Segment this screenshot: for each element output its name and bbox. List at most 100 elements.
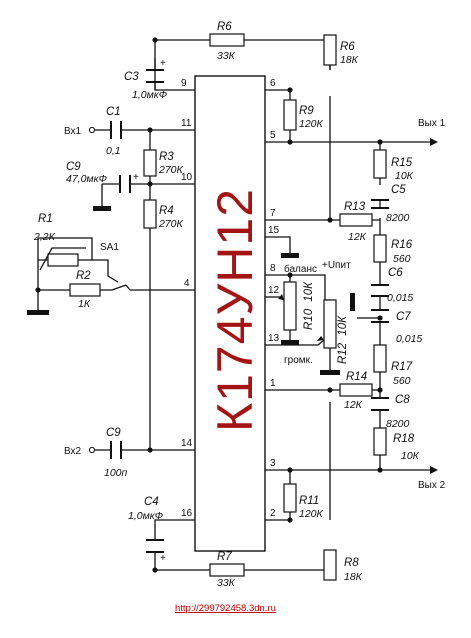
pin-number: 6 [270, 78, 276, 89]
label-input-1: Вх1 [64, 126, 82, 137]
resistor-r17 [373, 344, 387, 373]
r10-wiper-head [278, 294, 284, 300]
output-2-arrow [430, 466, 438, 474]
label-r18-ref: R18 [393, 433, 415, 445]
junction [287, 517, 293, 523]
resistor-r13 [339, 213, 373, 227]
label-r4-value: 270К [158, 218, 184, 230]
resistor-r18 [373, 427, 387, 456]
label-r18-value: 10К [401, 450, 420, 462]
pin-number: 2 [270, 508, 276, 519]
ground-symbol [350, 293, 355, 311]
label-r10: R10 10К [303, 281, 315, 330]
label-r10-value: 10К [303, 281, 315, 302]
junction [377, 387, 383, 393]
ground-symbol [27, 310, 49, 315]
label-c4-value: 1,0мкФ [128, 510, 163, 522]
label-c8-ref: C8 [395, 394, 410, 406]
junction [287, 272, 293, 278]
label-output-2: Вых 2 [418, 480, 446, 491]
label-c1-value: 0,1 [106, 145, 121, 157]
ground-symbol [281, 340, 299, 345]
label-c9-100p-ref: C9 [106, 427, 121, 439]
label-r11-value: 120К [299, 508, 324, 520]
r12-wiper-arrow [317, 339, 325, 346]
resistor-r11 [283, 483, 297, 513]
pin-number: 15 [268, 225, 280, 236]
label-c4-plus: + [160, 553, 166, 564]
label-r2-value: 1К [78, 298, 91, 310]
label-r9-value: 120К [299, 118, 324, 130]
resistor-r2 [69, 283, 101, 297]
junction [377, 315, 383, 321]
junction [327, 217, 333, 223]
pin-number: 10 [181, 172, 193, 183]
pin-number: 5 [270, 130, 276, 141]
resistor-r8 [323, 549, 337, 581]
label-c9-100p-value: 100п [104, 467, 128, 479]
label-c8-value: 8200 [386, 418, 410, 430]
pin-number: 14 [181, 438, 193, 449]
label-r15-value: 10К [395, 170, 414, 182]
label-r6-18k-ref: R6 [340, 41, 355, 53]
label-r12: R12 10К [337, 315, 349, 364]
r12-wiper-head [317, 336, 324, 341]
resistor-r3 [143, 149, 157, 177]
pin-number: 8 [270, 263, 276, 274]
label-r7-ref: R7 [217, 551, 232, 563]
junction [147, 447, 153, 453]
label-c9-plus: + [133, 172, 139, 183]
label-c6-value: 0,015 [387, 292, 413, 304]
label-c5-value: 8200 [386, 212, 410, 224]
label-r12-ref: R12 [337, 342, 349, 364]
resistor-r14 [339, 383, 373, 397]
resistor-r4 [143, 199, 157, 229]
label-c7-value: 0,015 [396, 333, 422, 345]
junction [327, 387, 333, 393]
label-volume: громк. [284, 355, 313, 366]
label-r3-ref: R3 [159, 151, 174, 163]
label-r3-value: 270К [158, 164, 184, 176]
resistor-r9 [283, 99, 297, 131]
pin-number: 12 [268, 285, 280, 296]
label-sa1: SA1 [100, 242, 119, 253]
label-r11-ref: R11 [299, 495, 319, 507]
label-c3-plus: + [160, 58, 166, 69]
resistor-r15 [373, 149, 387, 179]
label-r7-value: 33К [217, 577, 236, 589]
label-r14-value: 12К [344, 399, 363, 411]
label-r8-ref: R8 [344, 557, 359, 569]
resistor-r6-33k [209, 33, 245, 47]
label-c3-value: 1,0мкФ [132, 89, 167, 101]
junction [152, 567, 158, 573]
pin-number: 4 [184, 278, 190, 289]
junction [287, 87, 293, 93]
label-c4-ref: C4 [144, 496, 159, 508]
label-r17-ref: R17 [391, 361, 413, 373]
junction [287, 467, 293, 473]
label-r6-33k-ref: R6 [217, 21, 232, 33]
pin-number: 1 [270, 378, 276, 389]
label-c3-ref: C3 [124, 71, 139, 83]
junction [147, 127, 153, 133]
input-1-terminal [88, 126, 96, 134]
label-c9-47u-value: 47,0мкФ [66, 173, 107, 185]
label-r9-ref: R9 [299, 105, 314, 117]
label-r4-ref: R4 [159, 205, 174, 217]
label-r2-ref: R2 [76, 270, 91, 282]
junction [287, 139, 293, 145]
label-r13-ref: R13 [344, 201, 366, 213]
output-1-arrow [430, 138, 438, 146]
resistor-r6-18k [323, 34, 337, 66]
ground-symbol [320, 370, 340, 375]
label-r14-ref: R14 [346, 371, 367, 383]
junction [35, 287, 41, 293]
resistor-r1 [47, 253, 79, 267]
footer-link[interactable]: http://299792458.3dn.ru [175, 603, 276, 614]
label-r6-18k-value: 18К [340, 54, 359, 66]
junction [377, 139, 383, 145]
label-r6-33k-value: 33К [217, 50, 236, 62]
label-supply: +Uпит [322, 260, 351, 271]
resistor-r12 [323, 299, 337, 349]
